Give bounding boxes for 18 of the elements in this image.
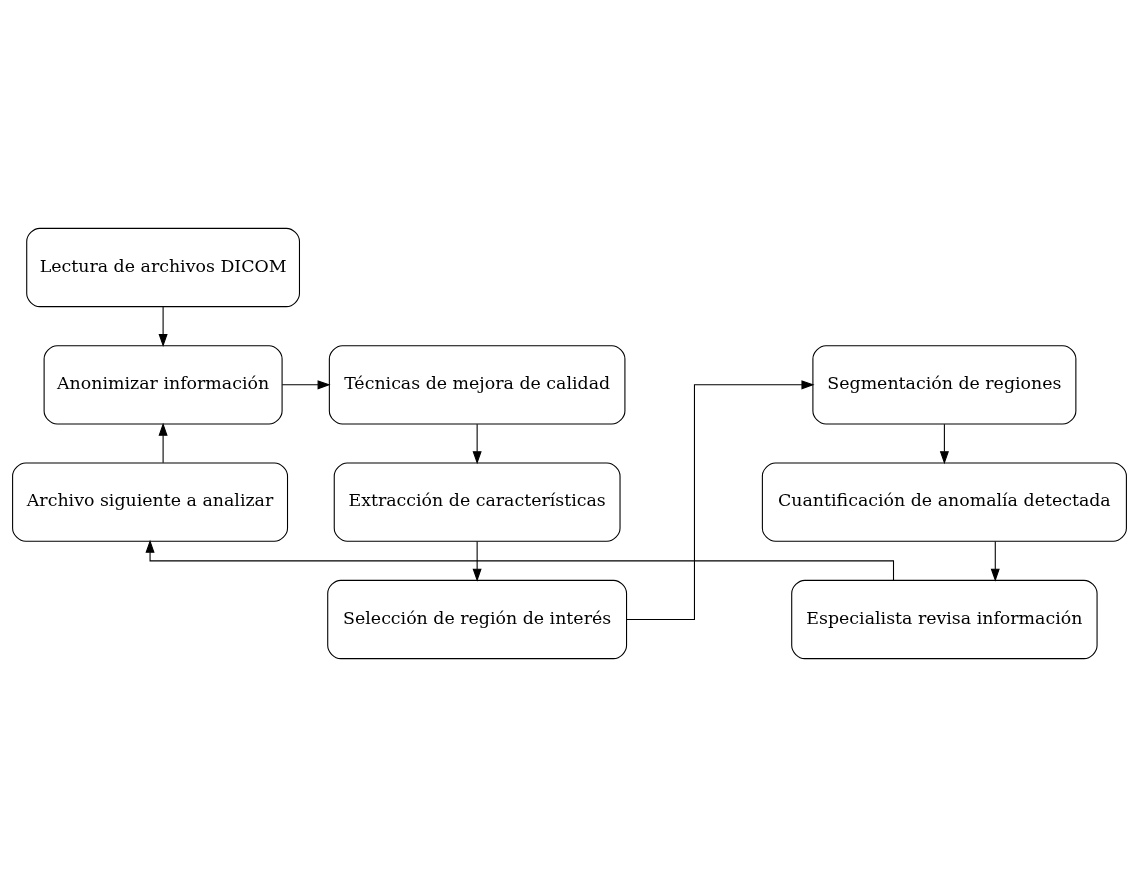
arrow bbox=[158, 422, 168, 463]
arrow bbox=[158, 305, 168, 347]
arrow bbox=[145, 539, 895, 581]
node-box: Extracción de características bbox=[333, 462, 621, 542]
node-box: Selección de región de interés bbox=[327, 579, 628, 659]
arrow bbox=[626, 379, 815, 620]
node-box: Anonimizar información bbox=[43, 344, 283, 424]
node-box: Técnicas de mejora de calidad bbox=[328, 344, 626, 424]
node-box: Cuantificación de anomalía detectada bbox=[761, 462, 1127, 542]
arrow bbox=[281, 379, 331, 389]
arrow bbox=[939, 423, 949, 464]
arrow bbox=[472, 423, 482, 464]
node-box: Archivo siguiente a analizar bbox=[12, 462, 289, 542]
arrow bbox=[990, 540, 1000, 582]
arrow bbox=[472, 540, 482, 582]
node-box: Segmentación de regiones bbox=[812, 344, 1077, 424]
node-box: Especialista revisa información bbox=[791, 579, 1098, 659]
node-box: Lectura de archivos DICOM bbox=[26, 227, 300, 307]
